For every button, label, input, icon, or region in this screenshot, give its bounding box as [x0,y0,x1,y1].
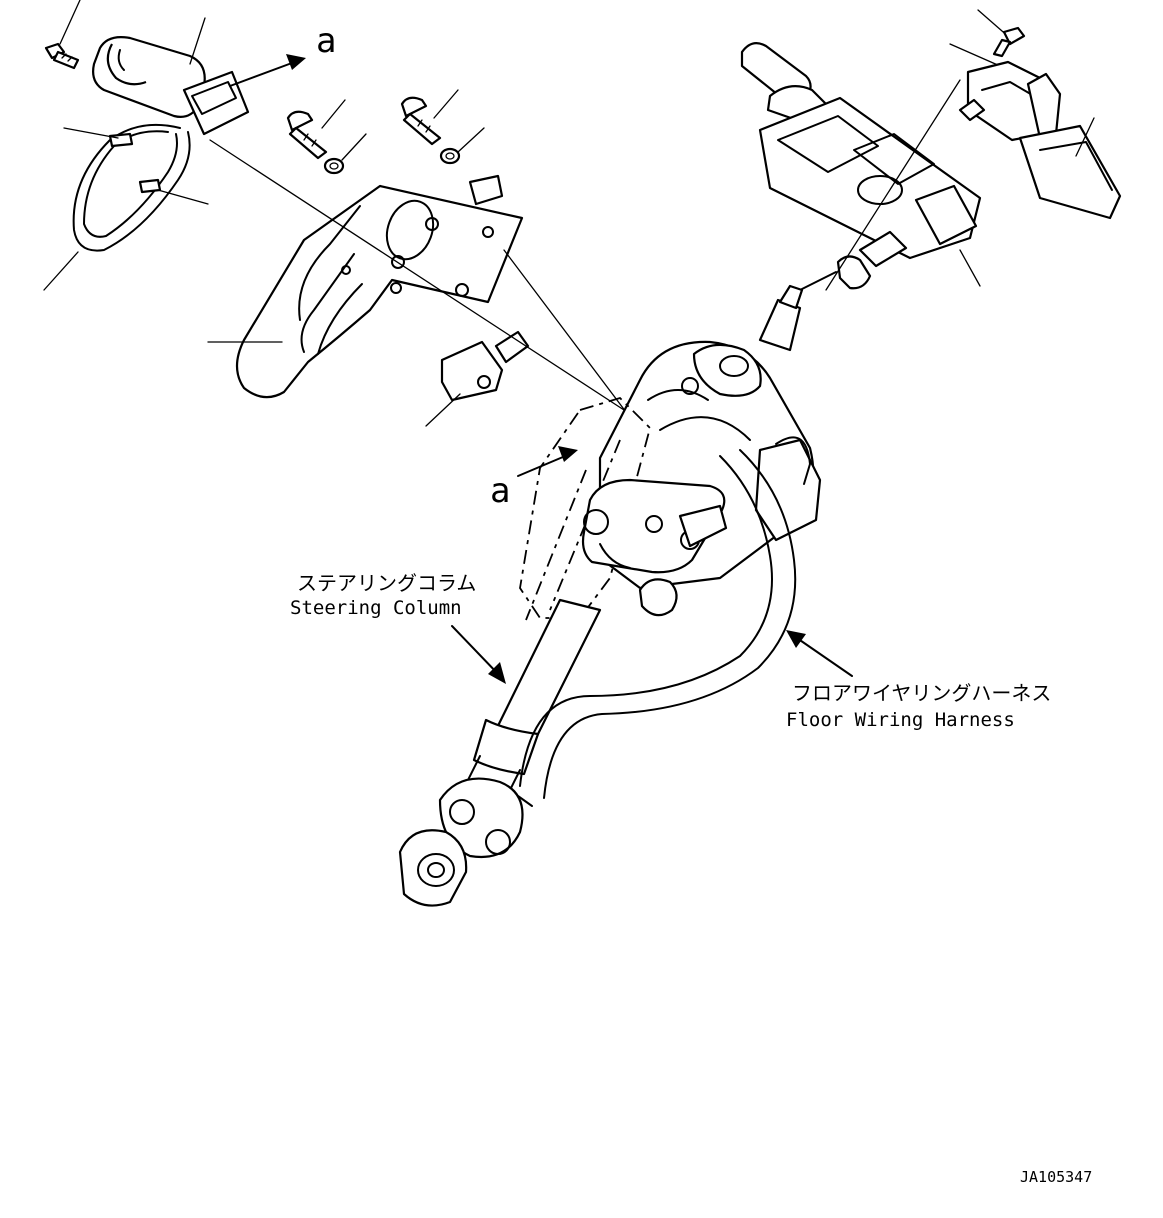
callout-floor-harness [786,630,853,677]
floor-wiring-harness [517,449,797,807]
ref-a-top: a [316,21,336,61]
label-floor-harness-en: Floor Wiring Harness [786,709,1015,731]
combination-switch-right [740,9,1026,293]
clip-part [425,330,530,427]
switch-assembly-left [43,0,306,291]
ref-a-mid: a [490,471,510,511]
drawing-code: JA105347 [1020,1168,1092,1186]
label-steering-column-ja: ステアリングコラム [297,571,476,595]
switch-brackets-right [958,60,1122,220]
label-floor-harness-ja: フロアワイヤリングハーネス [792,681,1051,705]
screw-left [44,42,80,70]
label-steering-column-en: Steering Column [290,597,462,619]
assembly-guide-lines [209,139,627,413]
callout-steering-column [451,625,506,684]
steering-column [398,284,822,907]
bolts-and-washers [286,89,485,175]
mounting-bracket [207,174,524,399]
callout-a-mid [517,446,578,477]
